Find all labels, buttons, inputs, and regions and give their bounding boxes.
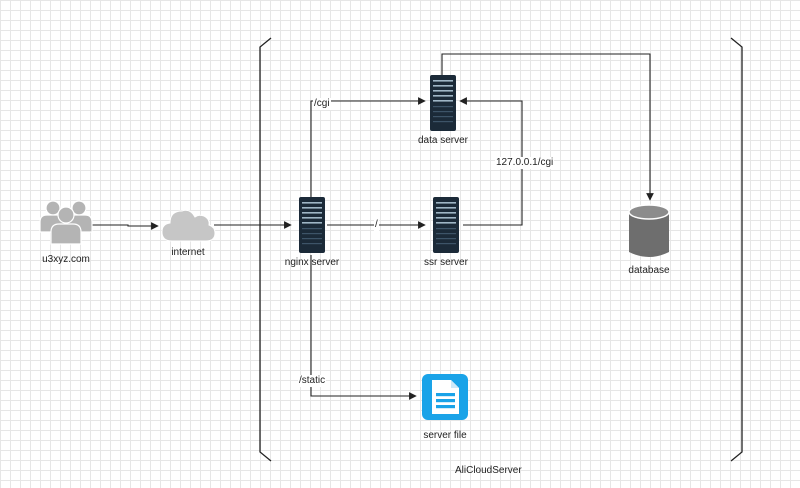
edge-nginx-server-file [310, 255, 417, 400]
users-label: u3xyz.com [42, 254, 90, 265]
server-icon [433, 197, 459, 253]
edge-label-root: / [374, 219, 379, 231]
server-file-node[interactable] [420, 372, 470, 422]
edge-users-internet [92, 222, 159, 230]
ssr-server-node[interactable] [433, 197, 459, 253]
container-left-bracket [259, 37, 272, 462]
internet-node[interactable] [160, 205, 216, 243]
document-icon [422, 374, 468, 420]
users-node[interactable] [38, 198, 94, 246]
cloud-icon [161, 209, 216, 242]
internet-label: internet [171, 247, 205, 258]
server-icon [430, 75, 456, 131]
nginx-server-node[interactable] [299, 197, 325, 253]
container-label: AliCloudServer [455, 465, 522, 476]
edge-label-static: /static [298, 375, 327, 387]
edge-data-server-database [441, 53, 654, 201]
data-server-label: data server [417, 135, 469, 146]
server-icon [299, 197, 325, 253]
container-right-bracket [730, 37, 743, 462]
edge-nginx-data-server [310, 97, 426, 197]
database-label: database [628, 265, 670, 276]
edge-label-local-cgi: 127.0.0.1/cgi [495, 157, 555, 169]
database-node[interactable] [627, 204, 671, 260]
users-icon [39, 200, 93, 245]
data-server-node[interactable] [430, 75, 456, 131]
edge-label-cgi: /cgi [313, 98, 331, 110]
ssr-server-label: ssr server [424, 257, 468, 268]
database-icon [628, 204, 670, 257]
server-file-label: server file [423, 430, 467, 441]
nginx-server-label: nginx server [284, 257, 340, 268]
